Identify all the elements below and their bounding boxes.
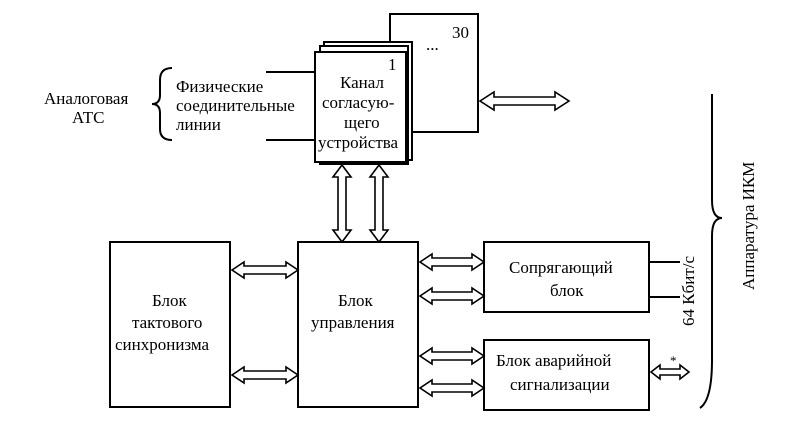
physical-lines-label-line2: соединительные <box>176 96 295 115</box>
channel-label-line3: щего <box>344 113 380 132</box>
pcm-equipment-bracket <box>699 94 723 409</box>
alarm-block <box>483 339 650 411</box>
control-block <box>297 241 419 408</box>
alarm-block-label-line1: Блок аварийной <box>496 351 611 370</box>
control-alarm-arrow-bottom <box>418 378 486 398</box>
pcm-equipment-label: Аппаратура ИКМ <box>739 162 758 290</box>
interface-block-label-line1: Сопрягающий <box>509 258 613 277</box>
physical-lines-label-line3: линии <box>176 115 221 134</box>
sync-block-label-line2: тактового <box>132 313 202 332</box>
channel-index-first: 1 <box>388 55 397 74</box>
analog-exchange-label-line1: Аналоговая <box>44 89 128 108</box>
sync-block-label-line1: Блок <box>152 291 188 310</box>
analog-exchange-label-line2: АТС <box>72 108 105 127</box>
control-interface-arrow-top <box>418 252 486 272</box>
physical-lines-brace <box>151 67 173 141</box>
interface-block-label-line2: блок <box>550 281 584 300</box>
interface-block <box>483 241 650 313</box>
control-block-label-line2: управления <box>311 313 395 332</box>
channel-box-1 <box>314 51 407 163</box>
rate-label: 64 Кбит/с <box>679 256 698 326</box>
channel-label-line4: устройства <box>318 133 399 152</box>
sync-block-label-line3: синхронизма <box>115 335 210 354</box>
channel-control-arrow-left <box>331 163 353 244</box>
control-interface-arrow-bottom <box>418 286 486 306</box>
sync-control-arrow-bottom <box>230 365 300 385</box>
control-alarm-arrow-top <box>418 346 486 366</box>
sync-control-arrow-top <box>230 260 300 280</box>
channel-output-arrow <box>478 90 571 112</box>
alarm-block-label-line2: сигнализации <box>510 375 610 394</box>
channel-control-arrow-right <box>368 163 390 244</box>
channel-label-line2: согласую- <box>322 93 395 112</box>
control-block-label-line1: Блок <box>338 291 374 310</box>
channel-index-last: 30 <box>452 23 469 42</box>
channel-index-dots: ... <box>426 35 439 54</box>
alarm-output-arrow <box>649 363 691 381</box>
sync-block <box>109 241 231 408</box>
physical-lines-label-line1: Физические <box>176 77 263 96</box>
alarm-marker: * <box>670 353 677 368</box>
channel-label-line1: Канал <box>340 73 384 92</box>
